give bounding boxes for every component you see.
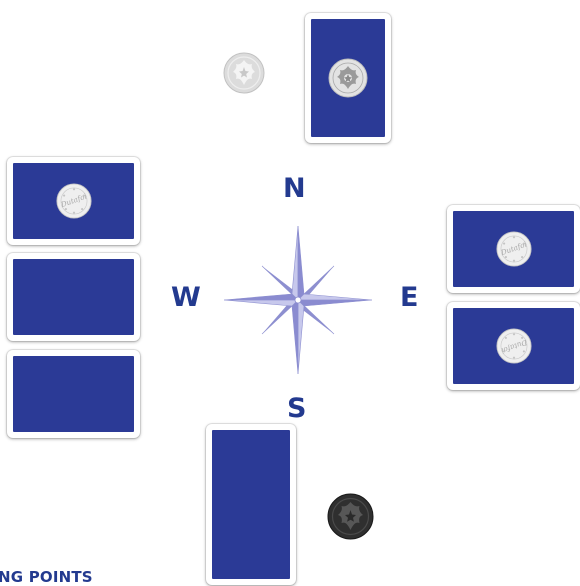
compass-east-label: E [400,284,418,311]
compass-west-label: W [171,284,201,311]
card-back-face [212,430,290,579]
card-back-face [453,308,574,384]
west-card-2[interactable] [7,253,140,341]
lettered-seal-icon [496,231,532,267]
lettered-seal-icon [56,183,92,219]
section-heading: NG POINTS [0,568,93,586]
lettered-seal-icon [496,328,532,364]
card-back-face [13,356,134,432]
south-dark-token-icon[interactable] [327,493,374,540]
west-card-1[interactable] [7,157,140,245]
north-card[interactable] [305,13,391,143]
card-back-face [13,163,134,239]
compass-north-label: N [283,175,306,202]
south-card[interactable] [206,424,296,585]
compass-rose-icon [222,224,374,376]
compass-south-label: S [287,395,306,422]
card-back-face [311,19,385,137]
card-back-face [13,259,134,335]
card-back-face [453,211,574,287]
north-light-token-icon[interactable] [223,52,265,94]
east-card-2[interactable] [447,302,580,390]
fleur-seal-icon [328,58,368,98]
east-card-1[interactable] [447,205,580,293]
west-card-3[interactable] [7,350,140,438]
